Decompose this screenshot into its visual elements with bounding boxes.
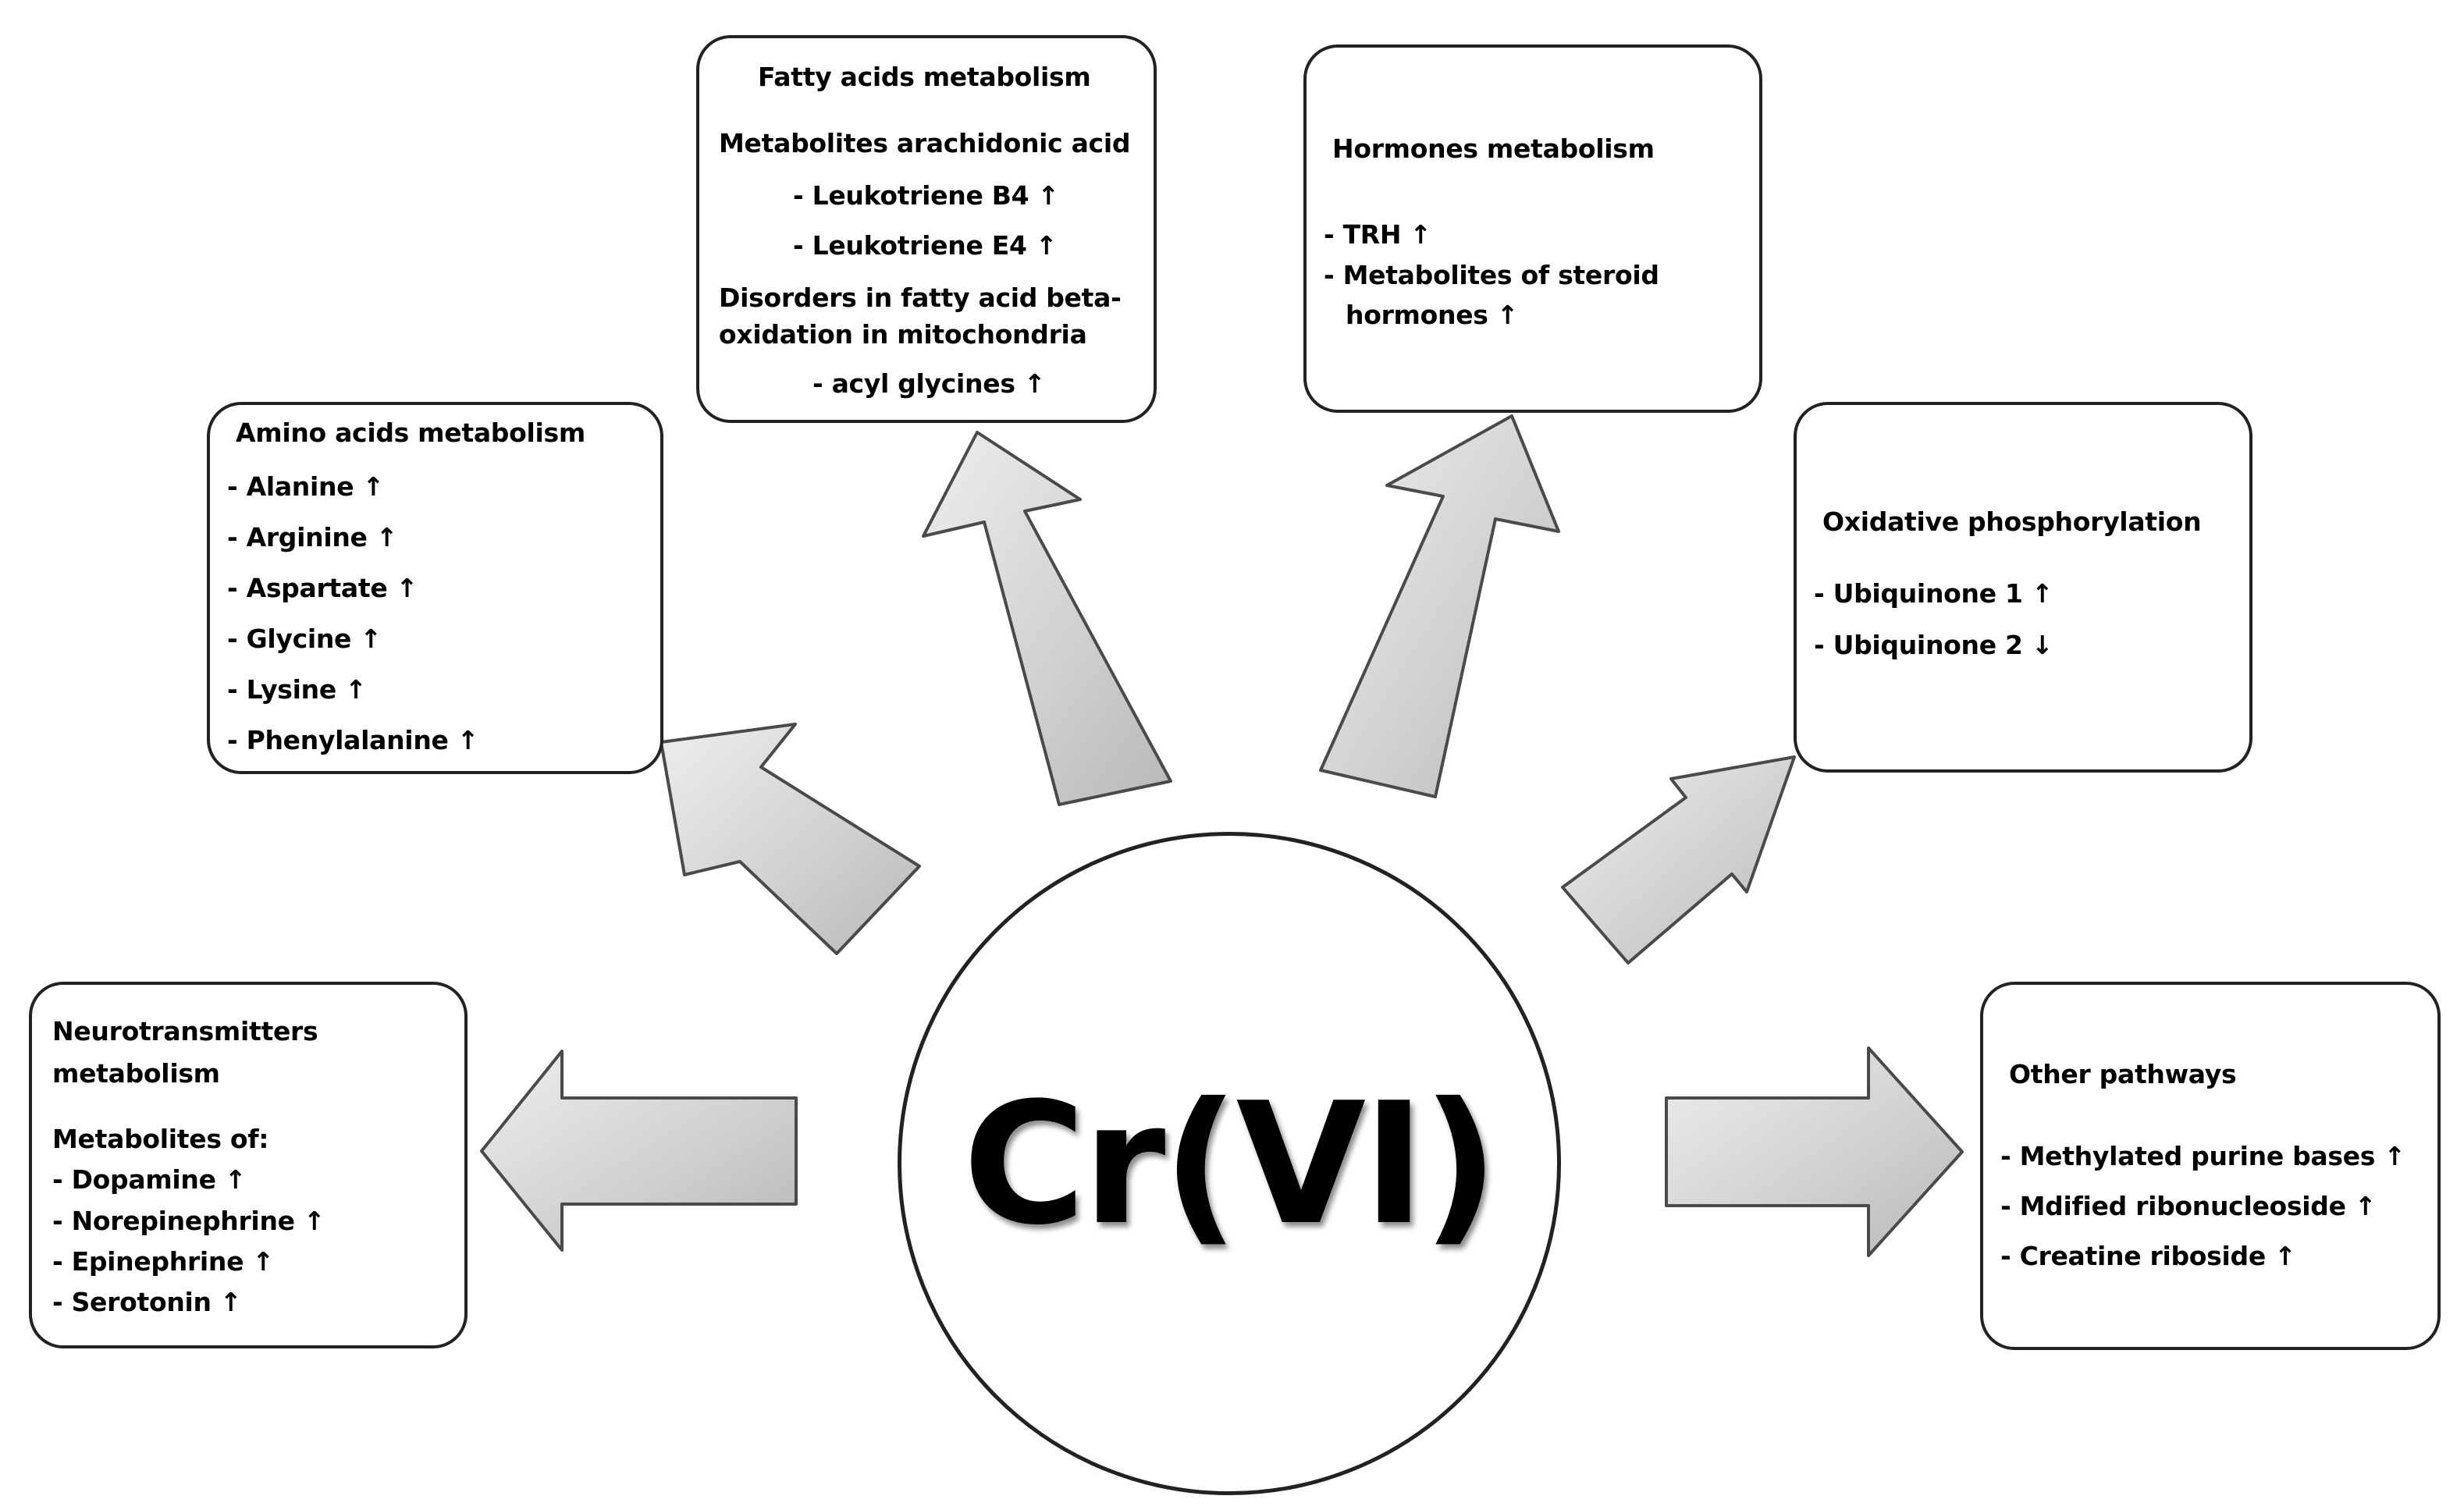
fatty-acids-title: Fatty acids metabolism <box>758 62 1091 92</box>
list-item: hormones ↑ <box>1346 300 1519 330</box>
amino-acids-box: Amino acids metabolism - Alanine ↑ - Arg… <box>207 402 663 774</box>
list-item: - Norepinephrine ↑ <box>52 1206 325 1236</box>
list-item: - Glycine ↑ <box>227 624 382 654</box>
fatty-acids-disorder-line1: Disorders in fatty acid beta- <box>719 282 1122 313</box>
neurotransmitters-box: Neurotransmitters metabolism Metabolites… <box>29 982 468 1348</box>
fatty-acids-box: Fatty acids metabolism Metabolites arach… <box>696 35 1157 423</box>
hormones-title: Hormones metabolism <box>1332 133 1655 164</box>
arrow-to-amino-acids <box>660 723 921 955</box>
hormones-box: Hormones metabolism - TRH ↑ - Metabolite… <box>1303 44 1762 413</box>
list-item: - Creatine riboside ↑ <box>2000 1241 2296 1271</box>
list-item: - Metabolites of steroid <box>1324 260 1659 290</box>
list-item: - TRH ↑ <box>1324 219 1431 250</box>
center-circle: Cr(VI) <box>898 832 1561 1495</box>
list-item: - Lysine ↑ <box>227 674 367 705</box>
fatty-acids-subtitle: Metabolites arachidonic acid <box>719 128 1131 158</box>
arrow-to-hormones <box>1319 414 1560 798</box>
arrow-to-other <box>1665 1046 1964 1257</box>
other-pathways-box: Other pathways - Methylated purine bases… <box>1980 982 2441 1350</box>
neurotransmitters-subtitle: Metabolites of: <box>52 1124 269 1154</box>
list-item: - Aspartate ↑ <box>227 573 418 603</box>
list-item: - Leukotriene E4 ↑ <box>793 230 1058 261</box>
neurotransmitters-title-line1: Neurotransmitters <box>52 1016 318 1046</box>
list-item: - Ubiquinone 2 ↓ <box>1814 630 2053 660</box>
fatty-acids-disorder-line2: oxidation in mitochondria <box>719 319 1087 350</box>
list-item: - Dopamine ↑ <box>52 1164 247 1195</box>
oxidative-phosphorylation-box: Oxidative phosphorylation - Ubiquinone 1… <box>1794 402 2252 773</box>
list-item: - Epinephrine ↑ <box>52 1246 274 1277</box>
list-item: - Methylated purine bases ↑ <box>2000 1141 2405 1171</box>
list-item: - Leukotriene B4 ↑ <box>793 180 1059 211</box>
list-item: - acyl glycines ↑ <box>812 368 1046 399</box>
other-pathways-title: Other pathways <box>2009 1059 2237 1089</box>
amino-acids-title: Amino acids metabolism <box>236 417 585 448</box>
list-item: - Alanine ↑ <box>227 471 384 502</box>
arrow-to-oxidative <box>1561 755 1796 965</box>
list-item: - Ubiquinone 1 ↑ <box>1814 578 2053 609</box>
arrow-to-neurotransmitters <box>480 1050 798 1252</box>
oxidative-title: Oxidative phosphorylation <box>1822 506 2202 537</box>
list-item: - Arginine ↑ <box>227 522 398 552</box>
list-item: - Phenylalanine ↑ <box>227 725 479 755</box>
arrow-to-fatty-acids <box>922 431 1172 806</box>
list-item: - Serotonin ↑ <box>52 1287 242 1317</box>
list-item: - Mdified ribonucleoside ↑ <box>2000 1191 2377 1221</box>
center-label: Cr(VI) <box>962 1065 1499 1262</box>
neurotransmitters-title-line2: metabolism <box>52 1058 220 1089</box>
